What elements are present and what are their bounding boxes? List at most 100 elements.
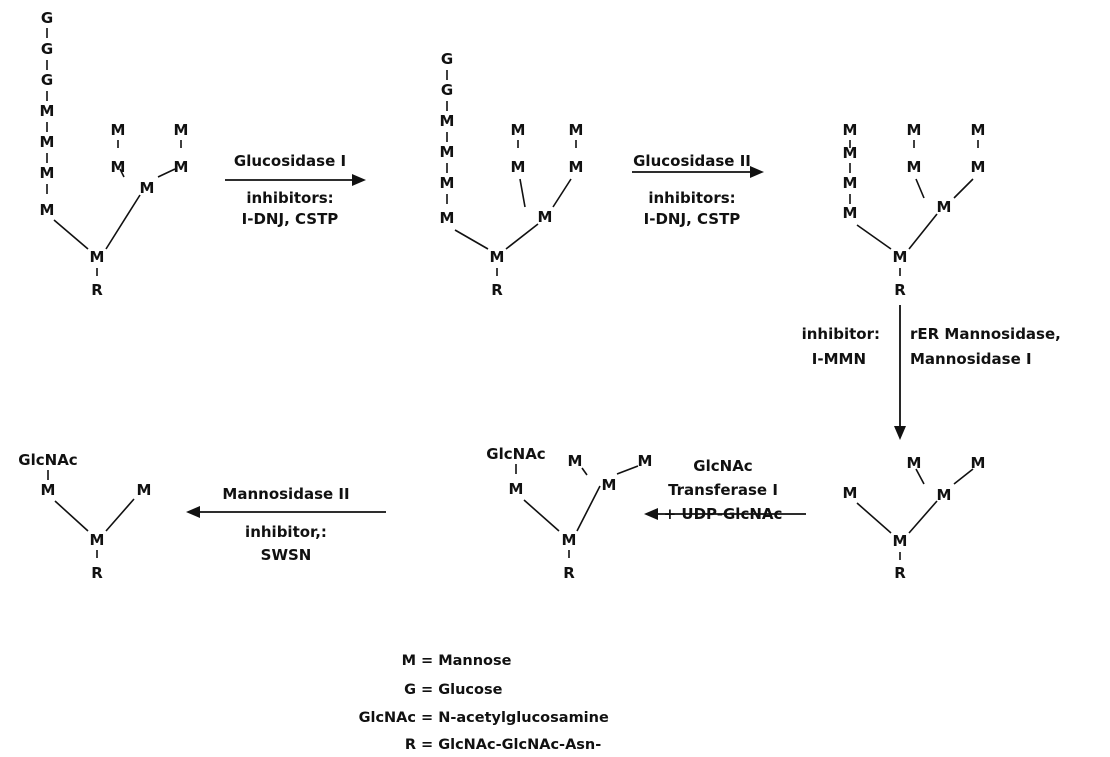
structure-3-man9: M M M M M M M M M M R <box>843 121 986 299</box>
root-node: R <box>91 564 103 582</box>
enzyme-label: Glucosidase II <box>633 152 751 170</box>
structure-4-man5: M M M M M R <box>843 454 986 582</box>
mannose-node: M <box>174 158 189 176</box>
glucose-node: G <box>41 9 53 27</box>
mannose-node: M <box>509 480 524 498</box>
mannose-node: M <box>602 476 617 494</box>
inhibitor-heading: inhibitors: <box>246 189 333 207</box>
mannose-node: M <box>937 486 952 504</box>
step-glcnac-transferase-1: GlcNAc Transferase I + UDP-GlcNAc <box>644 457 806 523</box>
inhibitor-names: I-MMN <box>812 350 866 368</box>
structure-2-glc2man9: G G M M M M M M M M M M R <box>440 50 584 299</box>
bond <box>46 28 182 276</box>
mannose-node: M <box>538 208 553 226</box>
bond <box>446 70 577 276</box>
mannose-node: M <box>41 481 56 499</box>
legend-meaning: = GlcNAc-GlcNAc-Asn- <box>421 737 601 753</box>
legend-meaning: = N-acetylglucosamine <box>421 710 609 726</box>
mannose-node: M <box>490 248 505 266</box>
mannose-node: M <box>971 121 986 139</box>
inhibitor-heading: inhibitors: <box>648 189 735 207</box>
mannose-node: M <box>843 484 858 502</box>
mannose-node: M <box>893 248 908 266</box>
step-mannosidase-1: inhibitor: I-MMN rER Mannosidase, Mannos… <box>802 305 1061 440</box>
enzyme-label: rER Mannosidase, <box>910 325 1061 343</box>
bond <box>515 464 639 558</box>
mannose-node: M <box>843 144 858 162</box>
mannose-node: M <box>907 158 922 176</box>
mannose-node: M <box>111 158 126 176</box>
mannose-node: M <box>90 248 105 266</box>
mannose-node: M <box>511 158 526 176</box>
mannose-node: M <box>937 198 952 216</box>
mannose-node: M <box>843 174 858 192</box>
mannose-node: M <box>971 454 986 472</box>
inhibitor-heading: inhibitor: <box>802 325 880 343</box>
mannose-node: M <box>569 158 584 176</box>
mannose-node: M <box>40 201 55 219</box>
enzyme-label: Glucosidase I <box>234 152 346 170</box>
glucose-node: G <box>41 71 53 89</box>
mannose-node: M <box>907 454 922 472</box>
mannose-node: M <box>971 158 986 176</box>
mannose-node: M <box>907 121 922 139</box>
mannose-node: M <box>90 531 105 549</box>
mannose-node: M <box>893 532 908 550</box>
bond <box>47 470 135 558</box>
mannose-node: M <box>638 452 653 470</box>
inhibitor-names: I-DNJ, CSTP <box>644 210 741 228</box>
mannose-node: M <box>843 121 858 139</box>
glucose-node: G <box>441 50 453 68</box>
mannose-node: M <box>440 143 455 161</box>
bond <box>856 468 974 560</box>
root-node: R <box>491 281 503 299</box>
structure-6-glcnac-man3: GlcNAc M M M R <box>18 451 151 582</box>
legend-symbol: G <box>404 682 416 698</box>
legend-meaning: = Glucose <box>421 682 503 698</box>
step-glucosidase-2: Glucosidase II inhibitors: I-DNJ, CSTP <box>632 152 764 228</box>
legend-symbol: GlcNAc <box>359 710 416 726</box>
enzyme-label: Mannosidase I <box>910 350 1032 368</box>
mannose-node: M <box>843 204 858 222</box>
mannose-node: M <box>140 179 155 197</box>
structure-1-glc3man9: G G G M M M M M M M M M M R <box>40 9 189 299</box>
legend-symbol: R <box>405 737 416 753</box>
mannose-node: M <box>511 121 526 139</box>
step-glucosidase-1: Glucosidase I inhibitors: I-DNJ, CSTP <box>225 152 366 228</box>
legend: M = Mannose G = Glucose GlcNAc = N-acety… <box>359 653 609 753</box>
glucose-node: G <box>41 40 53 58</box>
mannose-node: M <box>568 452 583 470</box>
arrow-head <box>644 508 658 520</box>
mannose-node: M <box>440 209 455 227</box>
arrow-head <box>186 506 200 518</box>
step-mannosidase-2: Mannosidase II inhibitor,: SWSN <box>186 485 386 564</box>
mannose-node: M <box>137 481 152 499</box>
enzyme-label: Transferase I <box>668 481 778 499</box>
structure-5-glcnac-man5: GlcNAc M M M M M R <box>486 445 652 582</box>
inhibitor-names: I-DNJ, CSTP <box>242 210 339 228</box>
root-node: R <box>894 281 906 299</box>
inhibitor-heading: inhibitor,: <box>245 523 327 541</box>
mannose-node: M <box>440 174 455 192</box>
enzyme-label: GlcNAc <box>693 457 752 475</box>
glucose-node: G <box>441 81 453 99</box>
enzyme-label: Mannosidase II <box>222 485 349 503</box>
glcnac-node: GlcNAc <box>18 451 77 469</box>
root-node: R <box>91 281 103 299</box>
root-node: R <box>563 564 575 582</box>
mannose-node: M <box>111 121 126 139</box>
arrow-head <box>352 174 366 186</box>
bond <box>849 140 979 276</box>
root-node: R <box>894 564 906 582</box>
mannose-node: M <box>40 102 55 120</box>
glcnac-node: GlcNAc <box>486 445 545 463</box>
mannose-node: M <box>174 121 189 139</box>
legend-symbol: M <box>402 653 416 669</box>
mannose-node: M <box>40 164 55 182</box>
inhibitor-names: SWSN <box>261 546 312 564</box>
mannose-node: M <box>569 121 584 139</box>
arrow-head <box>894 426 906 440</box>
mannose-node: M <box>562 531 577 549</box>
legend-meaning: = Mannose <box>421 653 512 669</box>
